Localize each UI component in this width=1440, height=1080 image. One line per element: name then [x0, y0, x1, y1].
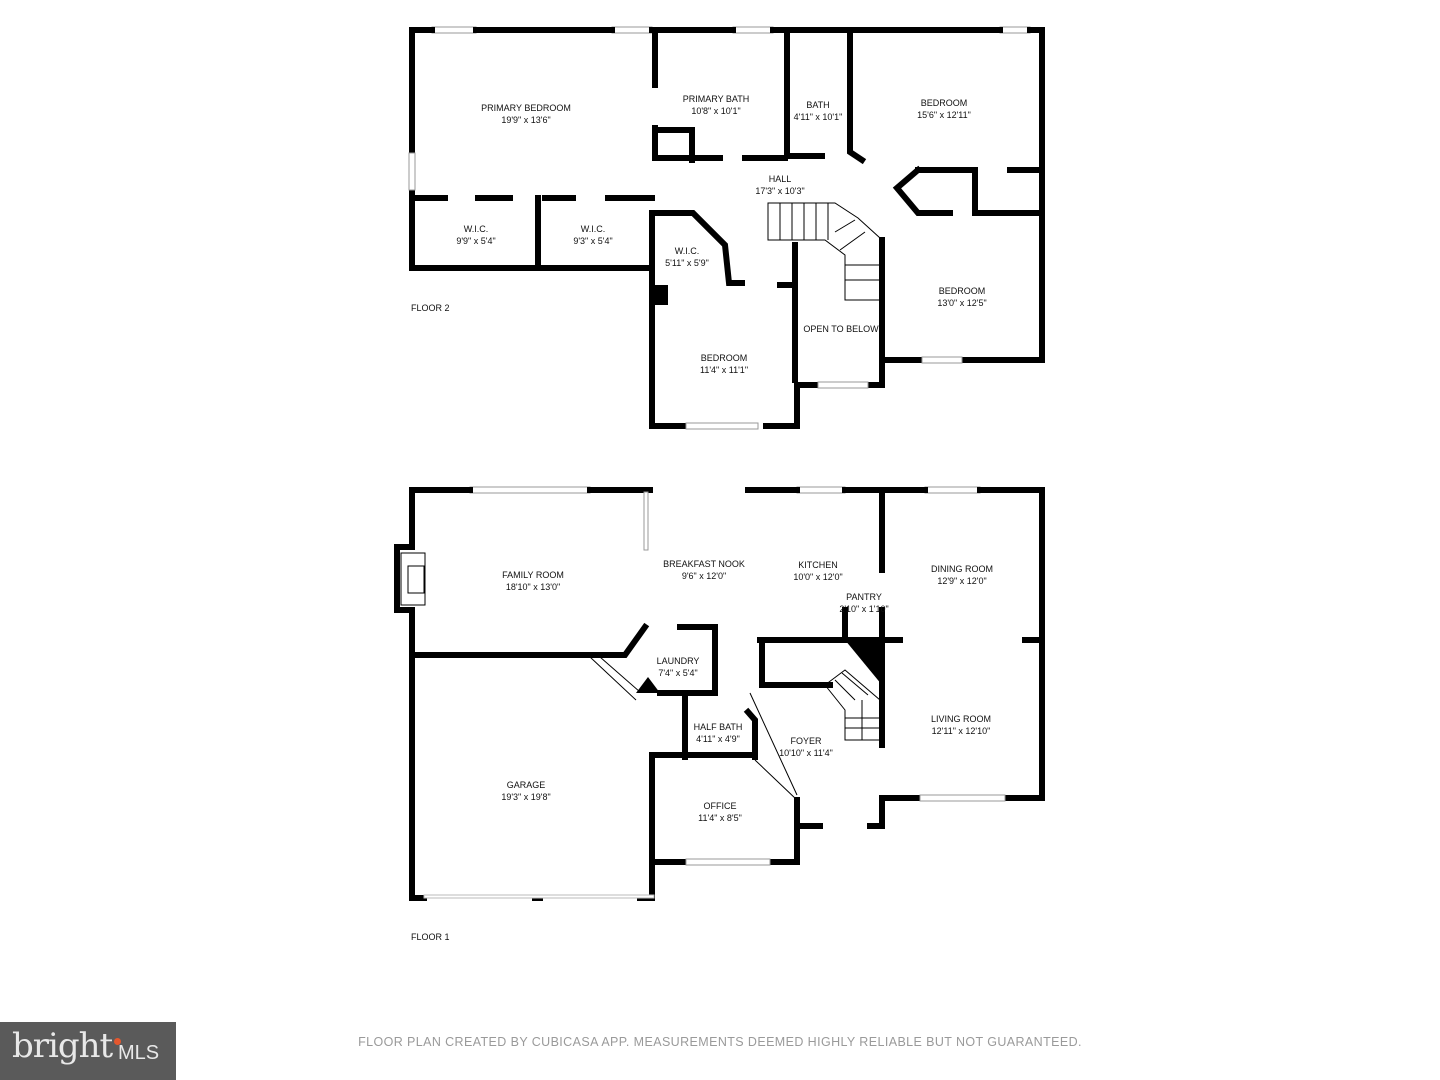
room-name: BEDROOM	[939, 286, 986, 296]
room-name: BATH	[806, 100, 829, 110]
room-name: GARAGE	[507, 780, 546, 790]
room-dims: 5'11" x 5'9"	[665, 258, 709, 268]
room-name: OFFICE	[704, 801, 737, 811]
room-dims: 9'6" x 12'0"	[682, 571, 726, 581]
floor-1-labels: FAMILY ROOM 18'10" x 13'0" BREAKFAST NOOK…	[411, 559, 993, 942]
floor-label: FLOOR 1	[411, 932, 450, 942]
room-dims: 12'9" x 12'0"	[937, 576, 986, 586]
room-dims: 15'6" x 12'11"	[917, 110, 971, 120]
room-name: LAUNDRY	[657, 656, 700, 666]
room-name: BREAKFAST NOOK	[663, 559, 745, 569]
floor-1-walls	[394, 486, 1045, 901]
room-dims: 18'10" x 13'0"	[506, 582, 560, 592]
room-name: W.I.C.	[581, 224, 606, 234]
room-dims: 11'4" x 8'5"	[698, 813, 742, 823]
floor-2-walls	[408, 26, 1045, 430]
room-name: PRIMARY BEDROOM	[481, 103, 571, 113]
room-name: OPEN TO BELOW	[803, 324, 879, 334]
room-dims: 10'8" x 10'1"	[691, 106, 740, 116]
room-dims: 7'4" x 5'4"	[658, 668, 697, 678]
room-name: PRIMARY BATH	[683, 94, 750, 104]
room-dims: 10'10" x 11'4"	[779, 748, 833, 758]
room-dims: 2'10" x 1'10"	[839, 604, 888, 614]
room-name: DINING ROOM	[931, 564, 993, 574]
disclaimer-footer: FLOOR PLAN CREATED BY CUBICASA APP. MEAS…	[358, 1035, 1082, 1049]
room-name: W.I.C.	[675, 246, 700, 256]
room-dims: 4'11" x 10'1"	[794, 112, 843, 122]
logo-wordmark: bright	[12, 1026, 113, 1066]
room-name: FOYER	[790, 736, 822, 746]
room-dims: 17'3" x 10'3"	[755, 186, 804, 196]
room-name: HALL	[769, 174, 792, 184]
room-dims: 12'11" x 12'10"	[932, 726, 991, 736]
room-dims: 9'9" x 5'4"	[456, 236, 495, 246]
room-name: W.I.C.	[464, 224, 489, 234]
room-name: HALF BATH	[694, 722, 743, 732]
room-dims: 4'11" x 4'9"	[696, 734, 740, 744]
room-name: BEDROOM	[701, 353, 748, 363]
room-dims: 10'0" x 12'0"	[793, 572, 842, 582]
room-dims: 11'4" x 11'1"	[700, 365, 748, 375]
logo-spark-icon	[114, 1038, 121, 1045]
room-name: PANTRY	[846, 592, 882, 602]
room-dims: 9'3" x 5'4"	[573, 236, 612, 246]
room-name: KITCHEN	[798, 560, 838, 570]
room-dims: 19'9" x 13'6"	[501, 115, 550, 125]
floor-2-labels: PRIMARY BEDROOM 19'9" x 13'6" PRIMARY BAT…	[411, 94, 987, 375]
bright-mls-logo: bright MLS	[0, 1022, 176, 1080]
room-name: BEDROOM	[921, 98, 968, 108]
floor-label: FLOOR 2	[411, 303, 450, 313]
logo-mls: MLS	[118, 1042, 160, 1064]
room-name: LIVING ROOM	[931, 714, 991, 724]
room-name: FAMILY ROOM	[502, 570, 564, 580]
room-dims: 13'0" x 12'5"	[937, 298, 986, 308]
room-dims: 19'3" x 19'8"	[501, 792, 550, 802]
